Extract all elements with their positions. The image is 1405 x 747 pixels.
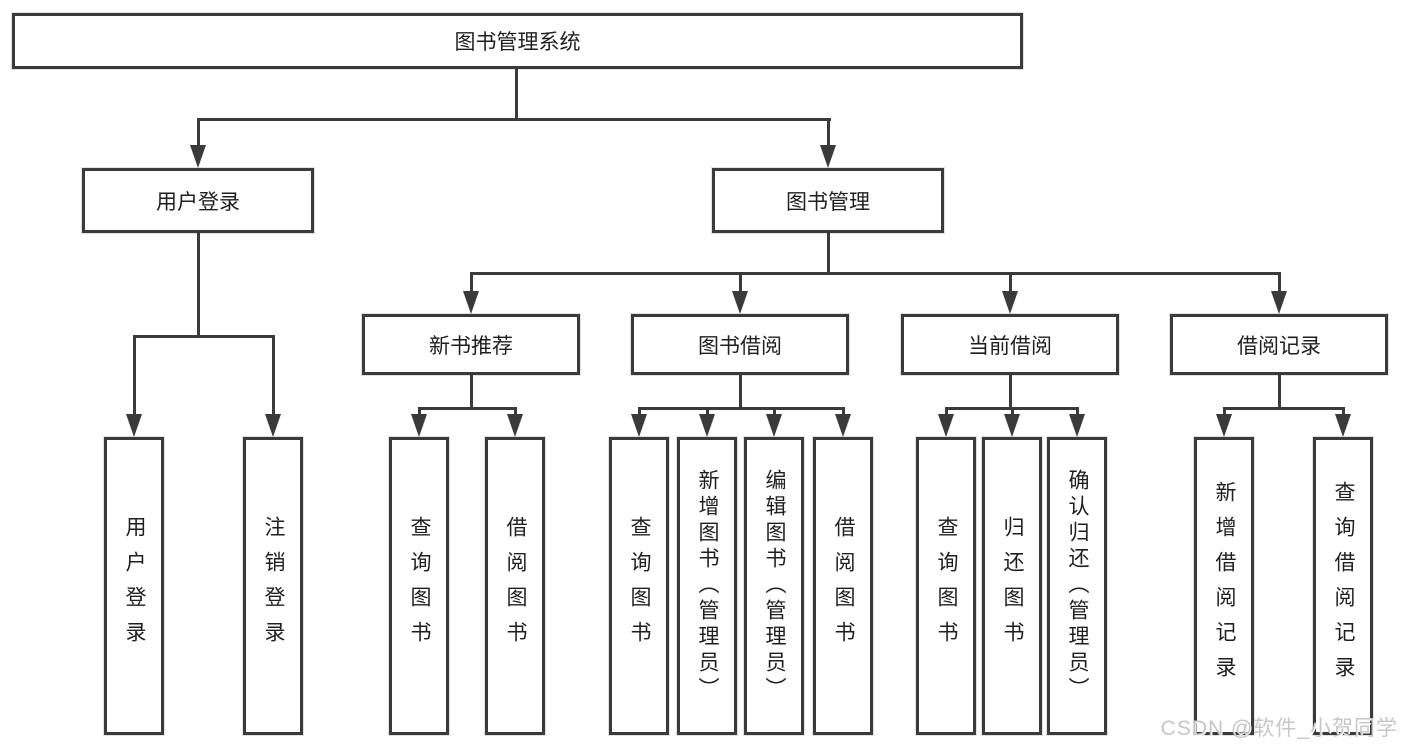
csdn-watermark: CSDN @软件_小贺同学 bbox=[1160, 717, 1398, 740]
arrow-sec2-leaf-2 bbox=[1069, 414, 1085, 437]
connector-sec3-drop-0 bbox=[1223, 407, 1226, 416]
connector-sec0-drop-0 bbox=[418, 407, 421, 416]
connector-sec1-drop-0 bbox=[638, 407, 641, 416]
connector-sec1-stub bbox=[739, 375, 742, 407]
connector-sec1-branch bbox=[638, 407, 845, 410]
arrow-sec3-leaf-1 bbox=[1335, 414, 1351, 437]
arrow-sec1-leaf-2 bbox=[766, 414, 782, 437]
connector-drop-leaf-user-login bbox=[133, 335, 136, 418]
arrow-to-borrow-records bbox=[1271, 291, 1287, 314]
connector-sec3-stub bbox=[1278, 375, 1281, 407]
connector-root-stub bbox=[515, 69, 518, 118]
connector-sec0-stub bbox=[470, 375, 473, 407]
arrow-to-book-borrow bbox=[732, 291, 748, 314]
leaf-confirm-return-admin: 确认归还（管理员） bbox=[1047, 437, 1107, 735]
arrow-to-user-login bbox=[190, 145, 206, 168]
leaf-query-books-recommend: 查询图书 bbox=[389, 437, 449, 735]
leaf-return-book: 归还图书 bbox=[982, 437, 1042, 735]
connector-sec2-drop-0 bbox=[945, 407, 948, 416]
connector-sec3-branch bbox=[1223, 407, 1345, 410]
node-book-mgmt: 图书管理 bbox=[712, 168, 944, 233]
connector-sec0-branch bbox=[418, 407, 517, 410]
connector-drop-book-mgmt bbox=[827, 118, 830, 148]
arrow-sec0-leaf-0 bbox=[411, 414, 427, 437]
connector-sec3-drop-1 bbox=[1342, 407, 1345, 416]
connector-sec2-drop-2 bbox=[1076, 407, 1079, 416]
arrow-to-leaf-user-login bbox=[126, 414, 142, 437]
node-current-borrow: 当前借阅 bbox=[901, 314, 1119, 375]
arrow-sec0-leaf-1 bbox=[507, 414, 523, 437]
node-new-book-recommend: 新书推荐 bbox=[362, 314, 580, 375]
connector-drop-borrow-records bbox=[1278, 272, 1281, 294]
node-borrow-records: 借阅记录 bbox=[1170, 314, 1388, 375]
leaf-edit-book-admin: 编辑图书（管理员） bbox=[744, 437, 804, 735]
connector-drop-user-login bbox=[197, 118, 200, 148]
arrow-sec2-leaf-0 bbox=[938, 414, 954, 437]
arrow-sec2-leaf-1 bbox=[1004, 414, 1020, 437]
connector-user-login-stub bbox=[197, 233, 200, 335]
connector-sec2-stub bbox=[1009, 375, 1012, 407]
arrow-to-new-book bbox=[463, 291, 479, 314]
leaf-borrow-books-recommend: 借阅图书 bbox=[485, 437, 545, 735]
connector-drop-new-book bbox=[470, 272, 473, 294]
connector-drop-leaf-logout bbox=[272, 335, 275, 418]
connector-sec0-drop-1 bbox=[514, 407, 517, 416]
connector-drop-book-borrow bbox=[739, 272, 742, 294]
node-root-library-system: 图书管理系统 bbox=[12, 13, 1023, 69]
leaf-query-borrow-record: 查询借阅记录 bbox=[1313, 437, 1373, 735]
connector-book-mgmt-stub bbox=[827, 233, 830, 272]
leaf-query-books-borrow: 查询图书 bbox=[609, 437, 669, 735]
connector-drop-current-borrow bbox=[1009, 272, 1012, 294]
leaf-add-book-admin: 新增图书（管理员） bbox=[677, 437, 737, 735]
leaf-query-books-current: 查询图书 bbox=[916, 437, 976, 735]
arrow-sec1-leaf-3 bbox=[835, 414, 851, 437]
arrow-sec1-leaf-0 bbox=[631, 414, 647, 437]
leaf-borrow-books: 借阅图书 bbox=[813, 437, 873, 735]
connector-sec1-drop-2 bbox=[773, 407, 776, 416]
connector-book-mgmt-branch bbox=[470, 272, 1281, 275]
leaf-logout: 注销登录 bbox=[243, 437, 303, 735]
arrow-sec1-leaf-1 bbox=[699, 414, 715, 437]
leaf-add-borrow-record: 新增借阅记录 bbox=[1194, 437, 1254, 735]
connector-sec1-drop-3 bbox=[842, 407, 845, 416]
connector-user-login-branch bbox=[133, 335, 275, 338]
leaf-user-login: 用户登录 bbox=[104, 437, 164, 735]
arrow-to-book-mgmt bbox=[820, 145, 836, 168]
node-book-borrow: 图书借阅 bbox=[631, 314, 849, 375]
arrow-to-current-borrow bbox=[1002, 291, 1018, 314]
arrow-sec3-leaf-0 bbox=[1216, 414, 1232, 437]
node-user-login: 用户登录 bbox=[82, 168, 314, 233]
arrow-to-leaf-logout bbox=[265, 414, 281, 437]
connector-sec2-drop-1 bbox=[1011, 407, 1014, 416]
connector-sec1-drop-1 bbox=[706, 407, 709, 416]
connector-root-branch bbox=[197, 118, 831, 121]
